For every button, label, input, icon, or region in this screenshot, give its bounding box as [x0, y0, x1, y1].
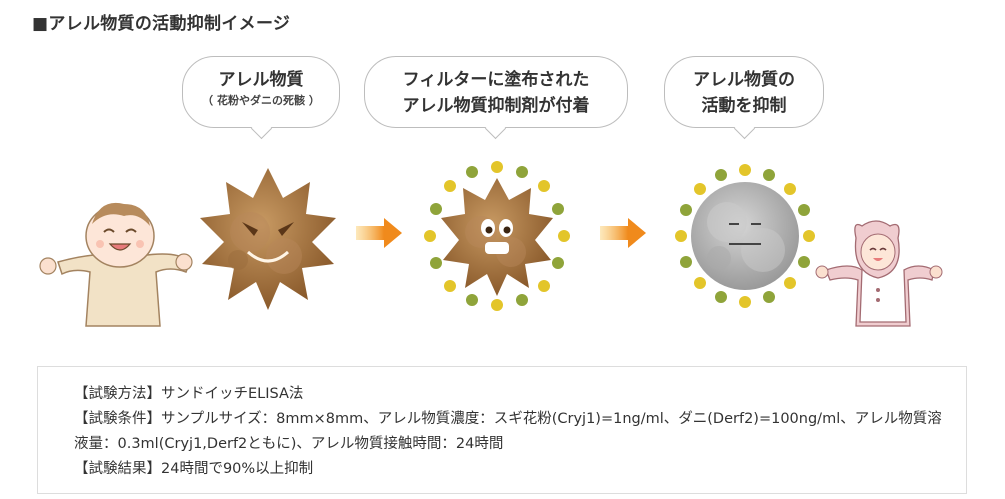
bubble-suppressed-line1: アレル物質の [693, 70, 795, 90]
bubble-suppressed-line2: 活動を抑制 [701, 96, 787, 116]
baby-right [815, 220, 943, 327]
test-conditions: 【試験条件】サンプルサイズ：8mm×8mm、アレル物質濃度：スギ花粉(Cryj1… [74, 411, 942, 452]
arrow-icon [600, 218, 646, 248]
test-method: 【試験方法】サンドイッチELISA法 [74, 386, 304, 402]
test-result: 【試験結果】24時間で90%以上抑制 [74, 461, 314, 477]
allergen-particle [200, 168, 336, 310]
bubble-allergen-sub: （ 花粉やダニの死骸 ） [202, 94, 320, 107]
bubble-inhibitor-line1: フィルターに塗布された [402, 70, 590, 90]
bubble-allergen-title: アレル物質 [218, 70, 304, 90]
allergen-with-inhibitor [424, 161, 570, 311]
test-info-box: 【試験方法】サンドイッチELISA法 【試験条件】サンプルサイズ：8mm×8mm… [37, 366, 967, 494]
bubble-inhibitor: フィルターに塗布された アレル物質抑制剤が付着 [364, 56, 628, 128]
page-title: ■アレル物質の活動抑制イメージ [32, 14, 291, 34]
inactive-allergen [675, 164, 815, 308]
bubble-inhibitor-line2: アレル物質抑制剤が付着 [402, 96, 590, 116]
bubble-suppressed: アレル物質の 活動を抑制 [664, 56, 824, 128]
baby-left [39, 202, 193, 327]
arrow-icon [356, 218, 402, 248]
